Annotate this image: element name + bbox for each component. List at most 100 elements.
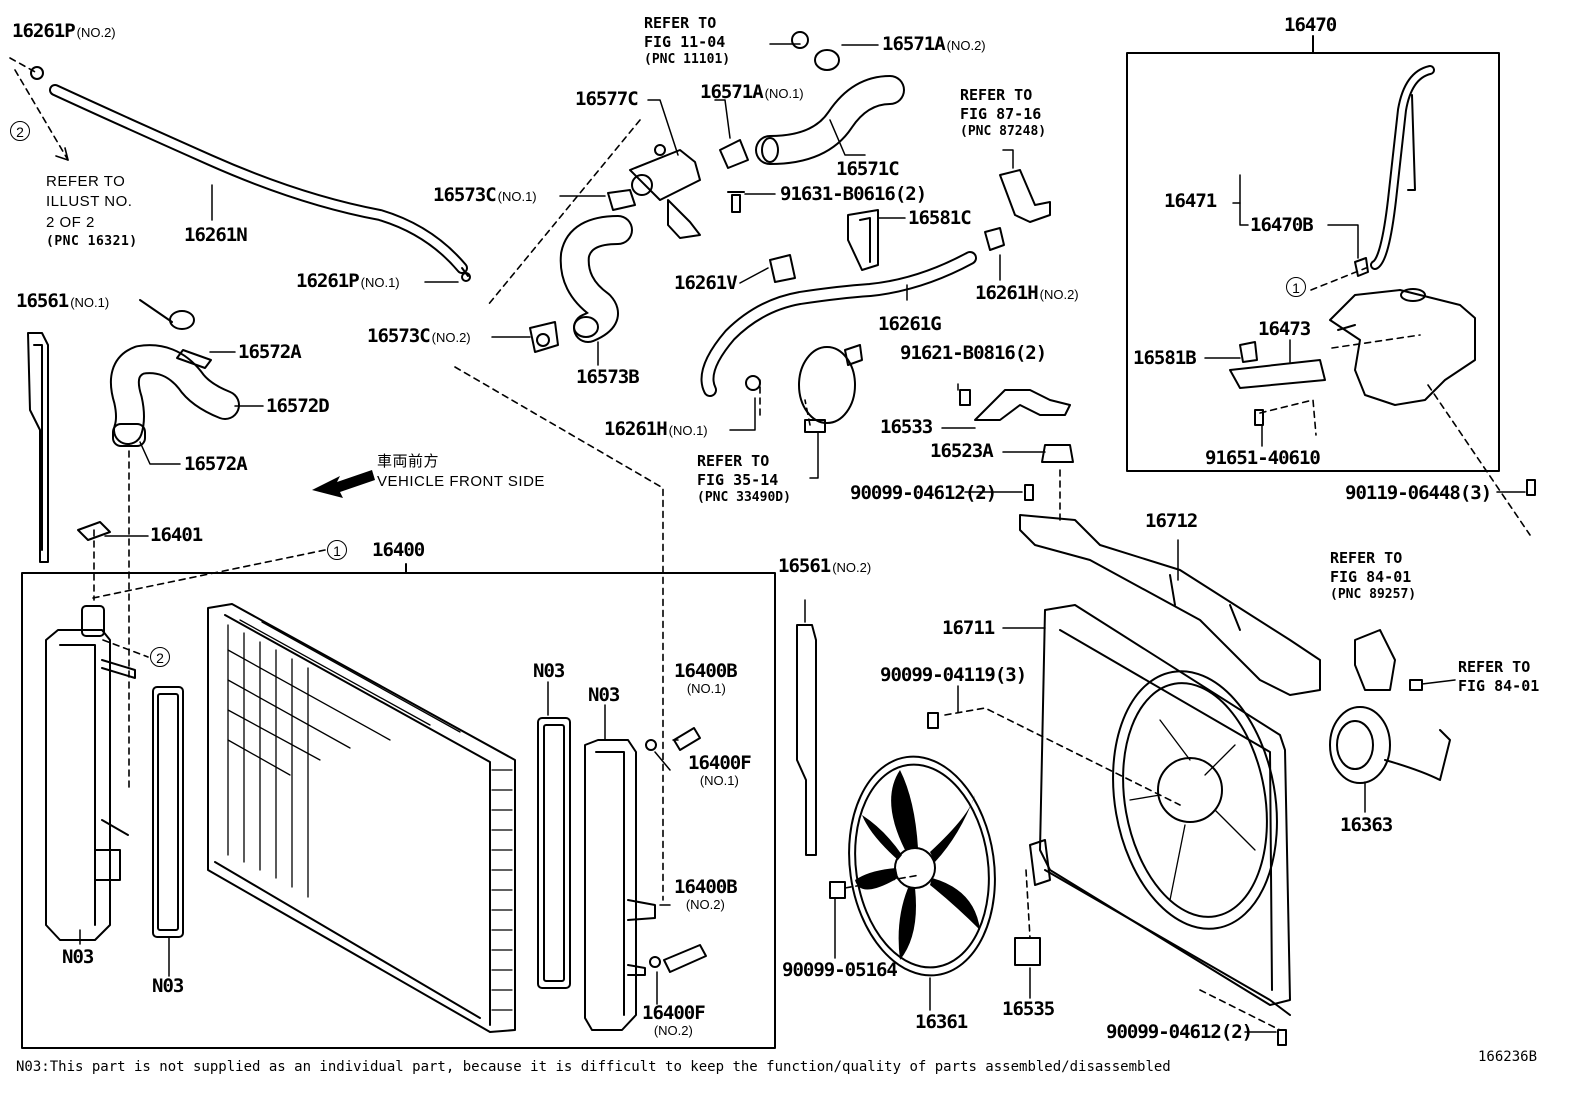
valve-87248	[984, 169, 1051, 251]
label-16561-no2: 16561(NO.2)	[778, 555, 872, 577]
marker-2-top: 2	[10, 121, 30, 141]
label-16400F-no2: 16400F(NO.2)	[642, 1002, 706, 1038]
label-16572A-top: 16572A	[238, 341, 302, 363]
label-16363: 16363	[1340, 814, 1393, 836]
label-16577C: 16577C	[575, 88, 639, 110]
label-16470B: 16470B	[1250, 214, 1314, 236]
figure-id: 166236B	[1478, 1049, 1538, 1065]
label-16572D: 16572D	[266, 395, 330, 417]
label-16581B: 16581B	[1133, 347, 1197, 369]
bolt-90099-04612-top	[1024, 484, 1034, 501]
drain-plugs	[645, 727, 707, 973]
gasket-left	[152, 686, 184, 938]
label-16523A: 16523A	[930, 440, 994, 462]
clip-16401	[77, 521, 111, 541]
label-16261N: 16261N	[184, 224, 248, 246]
label-16571C: 16571C	[836, 158, 900, 180]
support-16712	[1019, 514, 1321, 696]
label-N03-tank-right: N03	[588, 684, 620, 706]
label-16711: 16711	[942, 617, 995, 639]
cap-16523A	[1041, 444, 1074, 463]
seal-16561-no2	[796, 624, 817, 856]
label-16261G: 16261G	[878, 313, 942, 335]
marker-1-reservoir: 1	[1286, 277, 1306, 297]
dashed-guides	[9, 57, 1531, 1031]
label-16571A-no1: 16571A(NO.1)	[700, 81, 804, 103]
bolt-91621	[959, 389, 971, 406]
hose-16573B	[559, 215, 633, 343]
label-16261P-no2: 16261P(NO.2)	[12, 20, 116, 42]
bracket-16533	[974, 389, 1071, 421]
bolt-91631	[727, 191, 745, 213]
clips-16573C	[529, 189, 636, 353]
footnote: N03:This part is not supplied as an indi…	[16, 1059, 1171, 1075]
label-90099-04612-top: 90099-04612(2)	[850, 482, 997, 504]
resistor-89257	[1354, 629, 1423, 691]
clamp-16581C	[847, 209, 879, 271]
label-90099-05164: 90099-05164	[782, 959, 898, 981]
radiator-core	[207, 603, 516, 1033]
label-16533: 16533	[880, 416, 933, 438]
radiator-left-tank	[45, 605, 136, 941]
label-16535: 16535	[1002, 998, 1055, 1020]
label-16573C-no1: 16573C(NO.1)	[433, 184, 537, 206]
fan-shroud-16711	[1029, 604, 1291, 1016]
label-90099-04119: 90099-04119(3)	[880, 664, 1027, 686]
label-16712: 16712	[1145, 510, 1198, 532]
bolt-90119	[1526, 479, 1536, 496]
label-91631-B0616: 91631-B0616(2)	[780, 183, 927, 205]
label-91621-B0816: 91621-B0816(2)	[900, 342, 1047, 364]
front-arrow-icon	[312, 470, 375, 498]
label-16361: 16361	[915, 1011, 968, 1033]
label-16573B: 16573B	[576, 366, 640, 388]
leader-lines	[79, 43, 1526, 1033]
label-16573C-no2: 16573C(NO.2)	[367, 325, 471, 347]
label-N03-gasket-left: N03	[152, 975, 184, 997]
label-16581C: 16581C	[908, 207, 972, 229]
label-16470: 16470	[1284, 14, 1337, 36]
label-16400F-no1: 16400F(NO.1)	[688, 752, 752, 788]
label-16400: 16400	[372, 539, 425, 561]
reservoir-assembly-frame	[1126, 35, 1500, 472]
hose-16572D	[110, 299, 240, 447]
label-91651-40610: 91651-40610	[1205, 447, 1321, 469]
label-16261H-no1: 16261H(NO.1)	[604, 418, 708, 440]
label-16261H-no2: 16261H(NO.2)	[975, 282, 1079, 304]
marker-2-radiator: 2	[150, 647, 170, 667]
label-16400B-no2: 16400B(NO.2)	[674, 876, 738, 912]
fan-16361	[848, 755, 996, 977]
label-90119-06448: 90119-06448(3)	[1345, 482, 1492, 504]
grommet-16535	[1014, 937, 1041, 966]
label-90099-04612-bot: 90099-04612(2)	[1106, 1021, 1253, 1043]
hose-16261G	[700, 251, 977, 397]
label-N03-gasket-right: N03	[533, 660, 565, 682]
gasket-right	[537, 717, 571, 989]
bolt-90099-04612-bot	[1277, 1029, 1287, 1046]
label-16261V: 16261V	[674, 272, 738, 294]
seal-16561-no1	[27, 332, 49, 563]
radiator-assembly-frame	[21, 563, 776, 1049]
marker-1-radiator: 1	[327, 540, 347, 560]
label-N03-tank-left: N03	[62, 946, 94, 968]
label-16561-no1: 16561(NO.1)	[16, 290, 110, 312]
label-16571A-no2: 16571A(NO.2)	[882, 33, 986, 55]
label-16401: 16401	[150, 524, 203, 546]
label-16473: 16473	[1258, 318, 1311, 340]
motor-16363	[1329, 706, 1451, 784]
nut-90099-05164	[829, 881, 846, 899]
hose-16571C	[719, 31, 905, 169]
label-16400B-no1: 16400B(NO.1)	[674, 660, 738, 696]
radiator-right-tank	[584, 739, 656, 1031]
canister-33490D	[745, 344, 863, 433]
label-16471: 16471	[1164, 190, 1217, 212]
reservoir-16470	[1229, 65, 1476, 426]
